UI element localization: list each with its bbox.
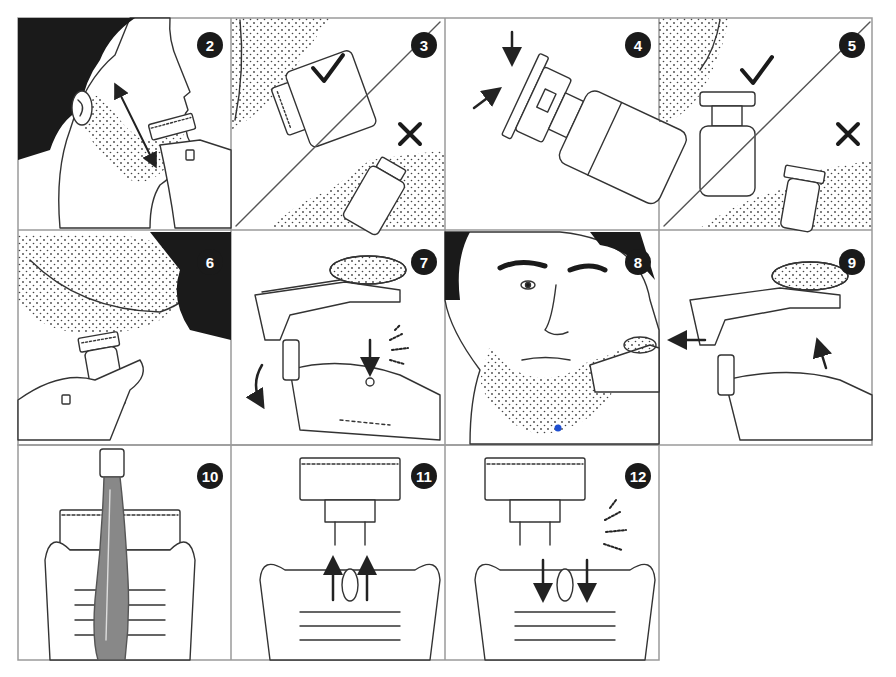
- callout-number: 12: [630, 469, 647, 484]
- callout-number: 2: [206, 38, 214, 53]
- callout-number: 9: [848, 255, 856, 270]
- callout-number: 11: [416, 469, 432, 484]
- callout-number: 6: [206, 255, 214, 270]
- step-10-illustration: [45, 449, 195, 660]
- step-number-badge: 4: [625, 32, 651, 58]
- callout-number: 3: [420, 38, 428, 53]
- step-5-illustration: [659, 18, 872, 233]
- step-9-illustration: [672, 262, 872, 440]
- step-number-badge: 10: [197, 463, 223, 489]
- step-number-badge: 12: [625, 463, 651, 489]
- step-number-badge: 5: [839, 32, 865, 58]
- panel-grid: [18, 18, 872, 660]
- callout-number: 10: [202, 469, 219, 484]
- callout-number: 5: [848, 38, 856, 53]
- step-number-badge: 9: [839, 249, 865, 275]
- step-11-illustration: [260, 458, 440, 660]
- step-number-badge: 8: [625, 249, 651, 275]
- callout-number: 7: [420, 255, 428, 270]
- step-7-illustration: [255, 256, 440, 440]
- step-number-badge: 6: [197, 249, 223, 275]
- step-6-illustration: [18, 232, 231, 440]
- callout-number: 8: [634, 255, 642, 270]
- callout-number: 4: [634, 38, 642, 53]
- step-3-illustration: [231, 18, 445, 236]
- step-number-badge: 2: [197, 32, 223, 58]
- step-number-badge: 11: [411, 463, 437, 489]
- step-12-illustration: [475, 458, 655, 660]
- step-number-badge: 3: [411, 32, 437, 58]
- step-2-illustration: [18, 18, 231, 228]
- step-8-illustration: [445, 232, 659, 444]
- step-number-badge: 7: [411, 249, 437, 275]
